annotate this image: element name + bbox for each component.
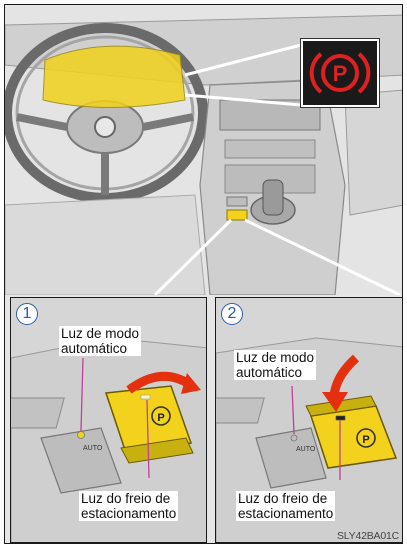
parking-brake-light-label: Luz do freio de estacionamento — [236, 491, 336, 521]
svg-text:AUTO: AUTO — [83, 445, 103, 452]
svg-text:P: P — [362, 434, 369, 446]
parking-brake-indicator: P — [301, 39, 379, 107]
auto-mode-light-label: Luz de modo automático — [59, 326, 142, 356]
svg-text:P: P — [157, 412, 164, 424]
steering-wheel — [5, 23, 208, 203]
step-2-panel: P AUTO 2 Luz de modo automático Luz do f… — [215, 297, 402, 543]
auto-mode-light-label: Luz de modo automático — [234, 350, 317, 380]
svg-text:AUTO: AUTO — [296, 446, 316, 453]
center-console — [199, 79, 346, 295]
step-number-badge: 2 — [221, 303, 243, 325]
parking-brake-light-label: Luz do freio de estacionamento — [79, 491, 179, 521]
illustration-frame: P P AUTO 1 Luz de modo automático — [4, 4, 403, 544]
figure-code: SLY42BA01C — [336, 530, 399, 542]
svg-text:P: P — [333, 61, 348, 86]
step-number-badge: 1 — [16, 303, 38, 325]
parking-brake-icon: P — [309, 52, 371, 94]
meter-cluster-highlight — [42, 45, 186, 108]
step-1-panel: P AUTO 1 Luz de modo automático Luz do f… — [10, 297, 207, 543]
